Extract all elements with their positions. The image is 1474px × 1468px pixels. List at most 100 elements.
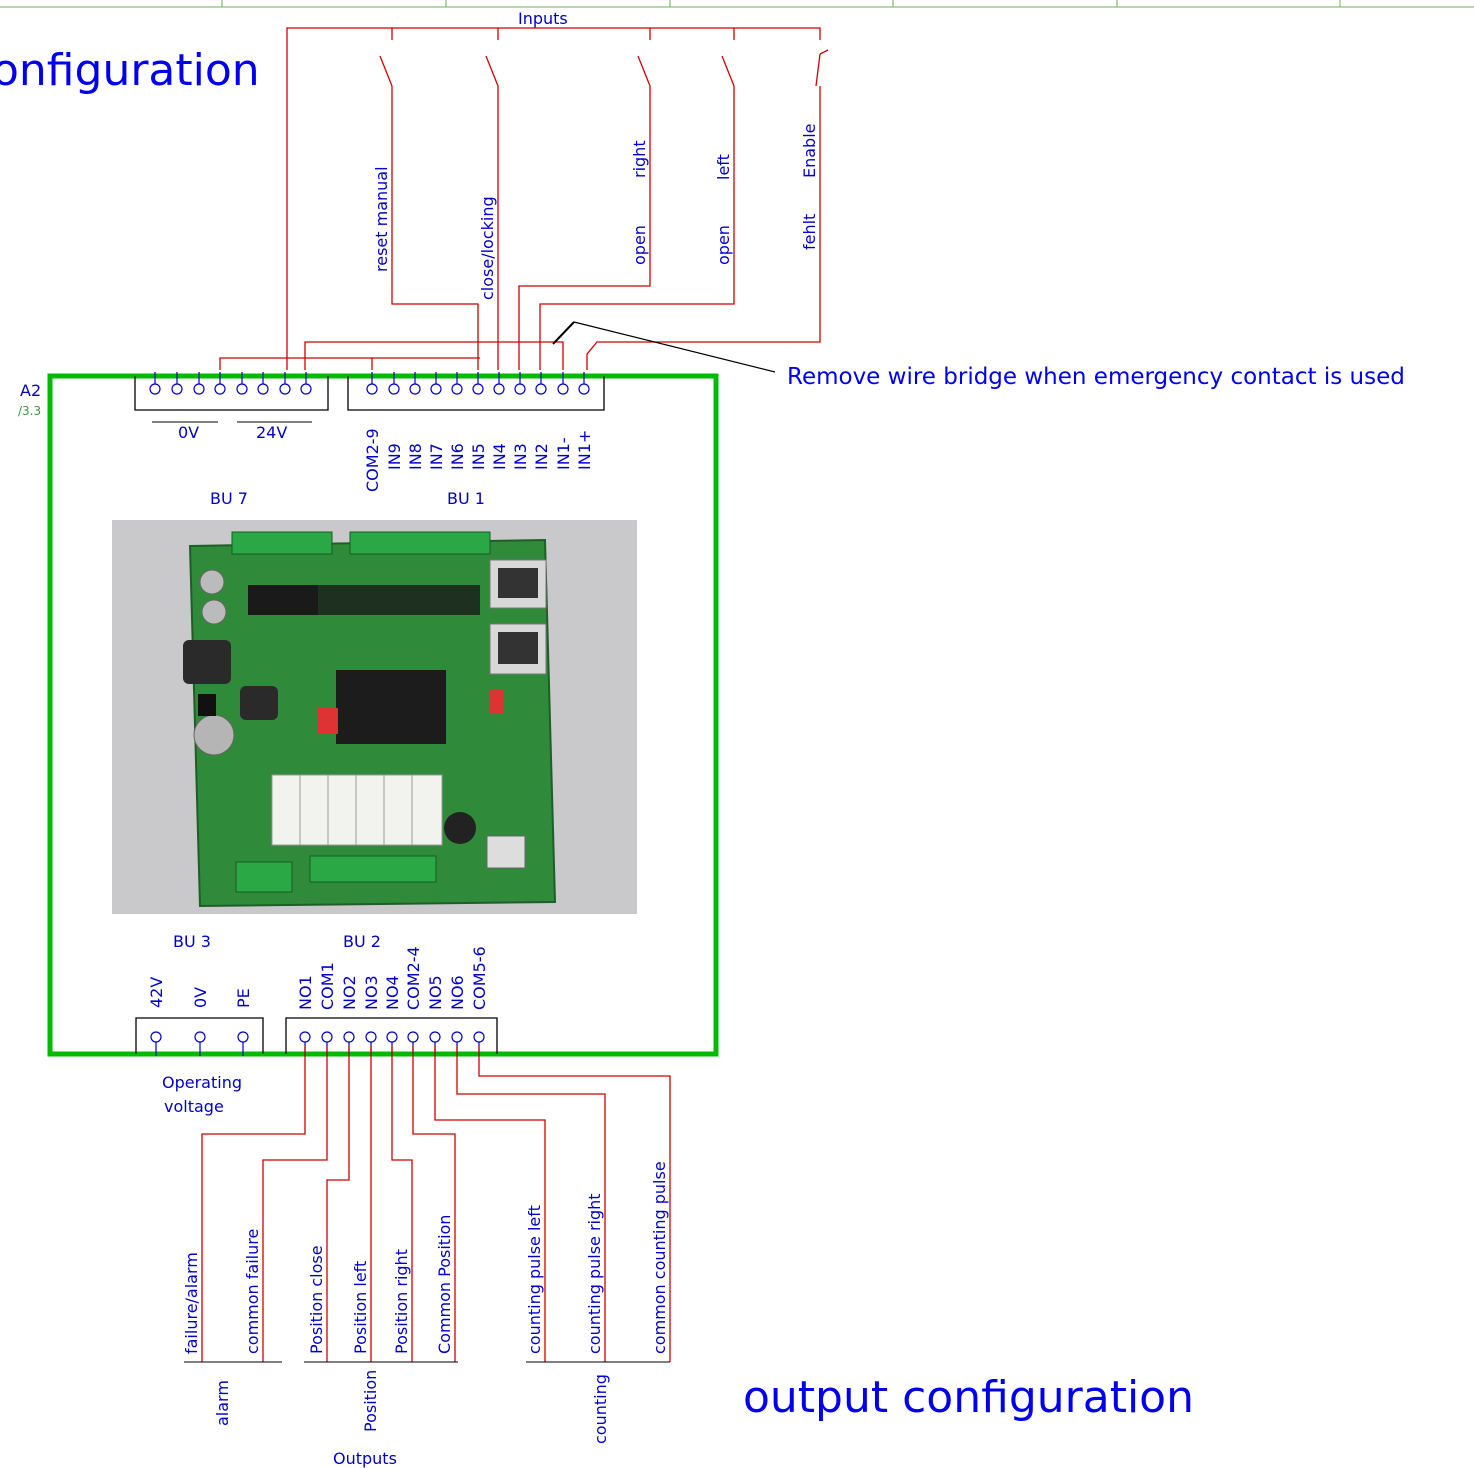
bu3-terminal <box>237 1031 249 1043</box>
bu1-pin-label: IN7 <box>427 443 446 470</box>
bu2-pin-label: NO5 <box>426 975 445 1010</box>
bu1-pin-label: COM2-9 <box>363 428 382 492</box>
bu1-pin-label: IN8 <box>406 443 425 470</box>
bu2-pin-label: COM5-6 <box>470 946 489 1010</box>
bu1-pin-label: IN1+ <box>575 430 594 470</box>
bu1-terminal <box>388 383 400 395</box>
bu1-pin-label: IN3 <box>511 443 530 470</box>
output-groups: alarm Position counting <box>184 1361 670 1444</box>
group-counting: counting <box>591 1374 610 1444</box>
group-position: Position <box>361 1370 380 1432</box>
bu7-terminal <box>279 383 291 395</box>
bu7-24v-label: 24V <box>256 423 287 442</box>
bu1-label: BU 1 <box>447 489 485 508</box>
bu1-pin-label: IN1- <box>554 437 573 470</box>
bu2-terminal <box>386 1031 398 1043</box>
bu1-pin-label: IN2 <box>532 443 551 470</box>
label-fehlt: fehlt <box>800 214 819 250</box>
label-open-left: open <box>714 225 733 265</box>
bu3-pin-label: PE <box>234 988 253 1008</box>
bu2-pin-label: COM1 <box>318 962 337 1010</box>
wire-bridge-note: Remove wire bridge when emergency contac… <box>787 364 1405 390</box>
bu1-terminal <box>557 383 569 395</box>
bu1-terminal <box>430 383 442 395</box>
bu1-pin-label: IN5 <box>469 443 488 470</box>
bu1-terminal <box>366 383 378 395</box>
bu3-terminal-block: 42V 0V PE <box>135 977 264 1056</box>
bu7-terminal <box>236 383 248 395</box>
bu1-terminal <box>493 383 505 395</box>
bu2-terminal <box>473 1031 485 1043</box>
bu1-terminal <box>514 383 526 395</box>
pcb-photo <box>112 520 637 914</box>
label-reset-manual: reset manual <box>372 166 391 272</box>
label-enable: Enable <box>800 124 819 179</box>
bu2-terminal <box>299 1031 311 1043</box>
bu2-pin-label: NO4 <box>383 975 402 1010</box>
output-label: Position right <box>392 1249 411 1354</box>
bu7-terminal <box>214 383 226 395</box>
output-label: Position close <box>307 1245 326 1354</box>
output-label: Position left <box>351 1261 370 1354</box>
input-configuration-title: onfiguration <box>0 45 260 96</box>
bu2-pin-label: NO3 <box>362 975 381 1010</box>
output-wiring <box>201 1046 671 1362</box>
operating-voltage-l1: Operating <box>162 1073 242 1092</box>
bu7-terminal <box>193 383 205 395</box>
label-close-locking: close/locking <box>478 196 497 300</box>
bu7-0v-label: 0V <box>178 423 199 442</box>
label-open-right: open <box>630 225 649 265</box>
input-wiring <box>219 27 829 370</box>
bu7-terminal <box>171 383 183 395</box>
device-id: A2 <box>20 381 41 400</box>
bu2-terminal <box>343 1031 355 1043</box>
operating-voltage-l2: voltage <box>164 1097 224 1116</box>
bu7-terminal-block: 0V 24V <box>134 372 329 442</box>
bu1-terminal <box>535 383 547 395</box>
bu2-terminal <box>365 1031 377 1043</box>
label-left: left <box>714 154 733 180</box>
bu7-label: BU 7 <box>210 489 248 508</box>
header-strip <box>0 0 1474 8</box>
label-right: right <box>630 140 649 178</box>
device-frame <box>47 373 719 1057</box>
bu2-terminal <box>429 1031 441 1043</box>
bu3-terminal <box>150 1031 162 1043</box>
bu3-terminal <box>194 1031 206 1043</box>
bu1-pin-label: IN6 <box>448 443 467 470</box>
bu7-terminal <box>257 383 269 395</box>
output-label: common counting pulse <box>650 1161 669 1354</box>
bu2-pin-label: NO6 <box>448 975 467 1010</box>
bu3-label: BU 3 <box>173 932 211 951</box>
bu1-terminal <box>451 383 463 395</box>
bu1-terminal <box>578 383 590 395</box>
output-configuration-title: output configuration <box>743 1372 1194 1423</box>
output-label: counting pulse right <box>585 1193 604 1354</box>
bu1-terminal <box>472 383 484 395</box>
bu2-terminal <box>407 1031 419 1043</box>
callout-tick <box>552 321 575 345</box>
device-ref: /3.3 <box>18 404 41 418</box>
inputs-title: Inputs <box>518 9 568 28</box>
bu2-pin-label: COM2-4 <box>404 946 423 1010</box>
output-label: Common Position <box>435 1215 454 1354</box>
bu1-pin-label: IN9 <box>385 443 404 470</box>
bu2-terminal <box>451 1031 463 1043</box>
output-label: counting pulse left <box>525 1205 544 1354</box>
bu1-pin-label: IN4 <box>490 443 509 470</box>
bu2-label: BU 2 <box>343 932 381 951</box>
bu3-pin-label: 42V <box>147 977 166 1008</box>
bu2-terminal <box>321 1031 333 1043</box>
group-alarm: alarm <box>213 1380 232 1426</box>
bu2-pin-label: NO2 <box>340 975 359 1010</box>
outputs-title: Outputs <box>333 1449 397 1468</box>
bu3-pin-label: 0V <box>191 987 210 1008</box>
bu7-terminal <box>149 383 161 395</box>
output-label: common failure <box>243 1229 262 1354</box>
bu7-terminal <box>300 383 312 395</box>
input-labels: reset manual close/locking right open le… <box>372 124 819 301</box>
